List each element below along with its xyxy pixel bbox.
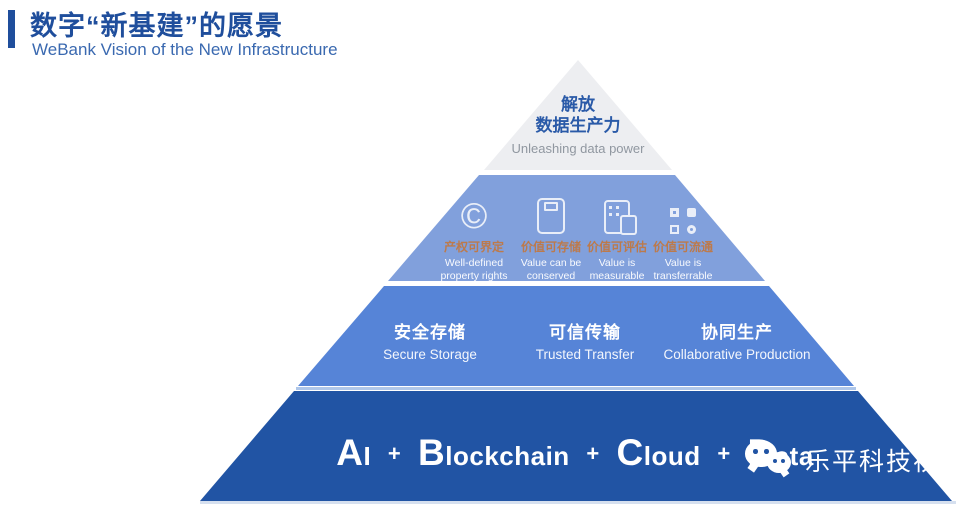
formula-blockchain: Blockchain — [418, 432, 570, 473]
tier2-en-line2: transferrable — [653, 270, 713, 282]
watermark-label: 乐平科技视角 — [805, 448, 960, 476]
tier2-cn-label: 价值可存储 — [520, 240, 581, 254]
tier2-item-value-transferrable: 价值可流通 Value is transferrable — [638, 188, 728, 283]
tier2-cn-label: 价值可评估 — [586, 240, 647, 254]
tier3-en-label: Secure Storage — [383, 347, 477, 362]
tier2-cn-label: 产权可界定 — [443, 240, 504, 254]
tier3-cn-label: 可信传输 — [548, 323, 621, 342]
tier2-en-line1: Value is — [664, 257, 702, 269]
tier2-item-value-conserved: 价值可存储 Value can be conserved — [506, 188, 596, 283]
tier2-en-line1: Value can be — [520, 257, 582, 269]
formula-cloud: Cloud — [616, 432, 701, 473]
formula-plus: + — [387, 441, 402, 466]
tier1-en-label: Unleashing data power — [511, 141, 645, 156]
tier2-cn-label: 价值可流通 — [652, 240, 713, 254]
tier3-cn-label: 安全存储 — [394, 323, 466, 342]
tier2-item-value-measurable: 价值可评估 Value is measurable — [572, 188, 662, 283]
tier3-en-label: Collaborative Production — [663, 347, 811, 362]
page-title: 数字“新基建”的愿景 — [30, 11, 283, 41]
page-subtitle: WeBank Vision of the New Infrastructure — [32, 40, 338, 59]
tier2-en-line2: measurable — [589, 270, 645, 282]
tier2-item-property-rights: © 产权可界定 Well-defined property rights — [429, 188, 519, 283]
tier2-en-line2: conserved — [526, 270, 576, 282]
tier2-en-line1: Value is — [598, 257, 636, 269]
formula-plus: + — [717, 441, 731, 466]
wechat-icon — [745, 438, 797, 482]
tier2-en-line2: property rights — [440, 270, 508, 282]
title-accent-bar — [8, 10, 15, 48]
watermark: 乐平科技视角 — [745, 438, 960, 482]
tier1-cn-line1: 解放 — [561, 95, 595, 114]
tier3-item-collaborative-production: 协同生产 Collaborative Production — [663, 318, 810, 362]
tier3-item-trusted-transfer: 可信传输 Trusted Transfer — [536, 318, 635, 362]
pyramid-tier-4 — [200, 391, 952, 501]
pyramid-tier-3 — [298, 286, 854, 386]
tier4-formula: AI + Blockchain + Cloud + Data — [336, 432, 814, 474]
tier3-en-label: Trusted Transfer — [535, 347, 635, 362]
formula-ai: AI — [336, 432, 372, 473]
pyramid-diagram: 解放 数据生产力 Unleashing data power © 产权可界定 W… — [200, 60, 952, 501]
storage-icon — [537, 198, 565, 234]
tier3-item-secure-storage: 安全存储 Secure Storage — [383, 318, 477, 362]
tier1-label: 解放 数据生产力 Unleashing data power — [458, 94, 698, 156]
pyramid-base-line — [200, 501, 956, 504]
tier2-en-line1: Well-defined — [444, 257, 504, 269]
copyright-icon: © — [460, 195, 488, 236]
tier3-cn-label: 协同生产 — [701, 323, 773, 342]
grid-squares-icon — [670, 208, 696, 234]
formula-plus: + — [586, 441, 600, 466]
calculator-icon — [604, 200, 637, 235]
tier-separator-line — [296, 387, 856, 390]
tier1-cn-line2: 数据生产力 — [535, 116, 621, 135]
